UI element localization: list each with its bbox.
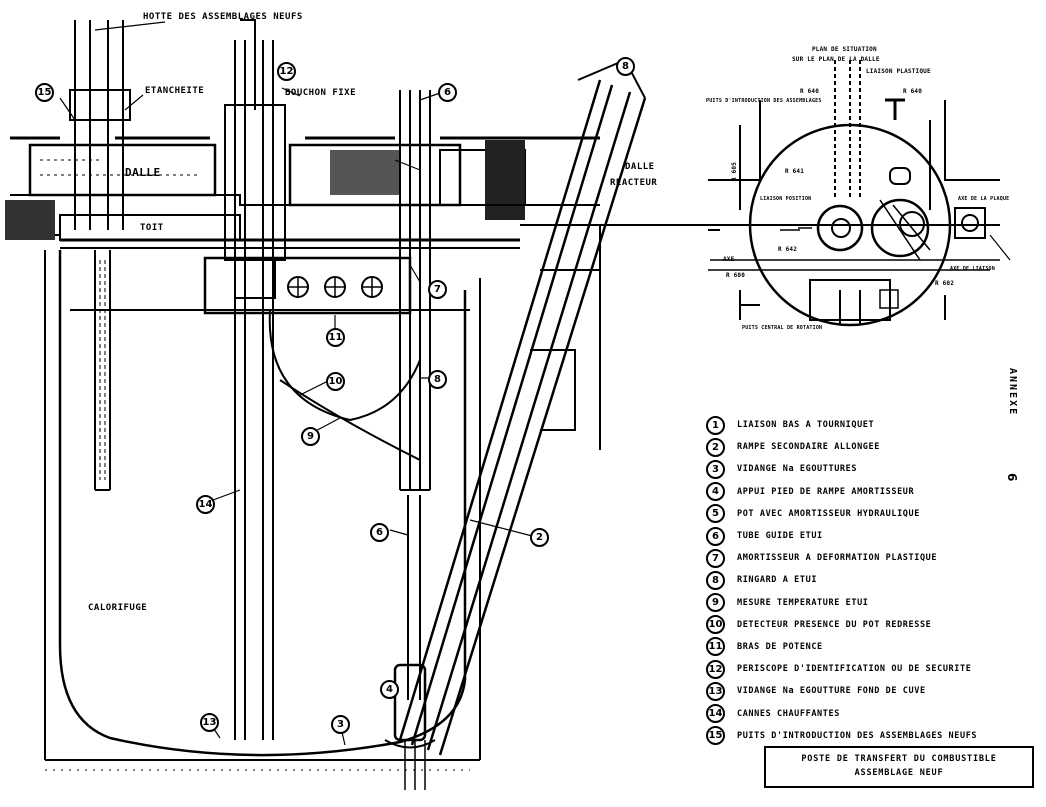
legend-text: APPUI PIED DE RAMPE AMORTISSEUR: [737, 486, 915, 497]
legend-text: LIAISON BAS A TOURNIQUET: [737, 420, 875, 431]
label-calorifuge: CALORIFUGE: [88, 603, 148, 613]
plan-inset: [708, 60, 1011, 327]
inset-r600: R 600: [726, 272, 746, 279]
legend-text: CANNES CHAUFFANTES: [737, 708, 840, 719]
badge-7: 7: [428, 280, 447, 299]
inset-axe: AXE: [723, 256, 735, 263]
legend-number: 2: [706, 437, 725, 457]
legend-item: 4 APPUI PIED DE RAMPE AMORTISSEUR: [706, 481, 1036, 503]
legend-number: 4: [706, 482, 725, 502]
label-dalle: DALLE: [125, 166, 161, 179]
legend-number: 3: [706, 459, 725, 479]
label-dalle-reacteur-2: REACTEUR: [610, 178, 658, 188]
legend-number: 14: [706, 704, 725, 724]
legend-item: 5 POT AVEC AMORTISSEUR HYDRAULIQUE: [706, 503, 1036, 525]
legend-number: 6: [706, 526, 725, 546]
inset-note-right-bottom: AXE DE LIAISON: [950, 266, 995, 272]
page-number: 6: [1005, 473, 1019, 482]
inset-plan-title: PLAN DE SITUATION: [812, 46, 877, 53]
inset-r640-b: R 640: [903, 88, 923, 95]
badge-2: 2: [530, 528, 549, 547]
legend-number: 12: [706, 659, 725, 679]
legend-text: POT AVEC AMORTISSEUR HYDRAULIQUE: [737, 508, 920, 519]
inset-note-left-top: PUITS D'INTRODUCTION DES ASSEMBLAGES: [706, 98, 822, 104]
inset-note-left-mid: LIAISON POSITION: [760, 196, 812, 202]
inset-r640-a: R 640: [800, 88, 820, 95]
legend-number: 15: [706, 726, 725, 746]
inset-liaison-plastique: LIAISON PLASTIQUE: [866, 68, 931, 75]
legend-text: RINGARD A ETUI: [737, 575, 818, 586]
badge-13: 13: [200, 713, 219, 732]
annexe-label: ANNEXE: [1007, 368, 1018, 417]
legend-item: 14 CANNES CHAUFFANTES: [706, 702, 1036, 724]
legend-item: 3 VIDANGE Na EGOUTTURES: [706, 458, 1036, 480]
legend-number: 13: [706, 681, 725, 701]
inset-plan-subtitle: SUR LE PLAN DE LA DALLE: [792, 56, 880, 63]
legend-item: 12 PERISCOPE D'IDENTIFICATION OU DE SECUR…: [706, 658, 1036, 680]
legend-number: 9: [706, 593, 725, 613]
legend-number: 5: [706, 504, 725, 524]
inset-r642: R 642: [778, 246, 798, 253]
legend-item: 6 TUBE GUIDE ETUI: [706, 525, 1036, 547]
legend-text: TUBE GUIDE ETUI: [737, 531, 823, 542]
title-line-2: ASSEMBLAGE NEUF: [854, 768, 944, 778]
legend-item: 8 RINGARD A ETUI: [706, 569, 1036, 591]
label-hotte: HOTTE DES ASSEMBLAGES NEUFS: [143, 12, 303, 22]
legend-number: 7: [706, 548, 725, 568]
legend-text: AMORTISSEUR A DEFORMATION PLASTIQUE: [737, 553, 938, 564]
legend-item: 13 VIDANGE Na EGOUTTURE FOND DE CUVE: [706, 680, 1036, 702]
legend-item: 15 PUITS D'INTRODUCTION DES ASSEMBLAGES N…: [706, 725, 1036, 747]
title-block: POSTE DE TRANSFERT DU COMBUSTIBLE ASSEMB…: [764, 746, 1034, 788]
badge-8-top: 8: [616, 57, 635, 76]
legend-item: 2 RAMPE SECONDAIRE ALLONGEE: [706, 436, 1036, 458]
badge-15: 15: [35, 83, 54, 102]
label-toit: TOIT: [140, 223, 164, 233]
label-dalle-reacteur-1: DALLE: [625, 162, 655, 172]
legend-number: 10: [706, 615, 725, 635]
inset-r605: R 605: [731, 161, 739, 182]
legend-number: 1: [706, 415, 725, 435]
legend-item: 11 BRAS DE POTENCE: [706, 636, 1036, 658]
inset-note-left-bottom: PUITS CENTRAL DE ROTATION: [742, 325, 823, 331]
legend-text: BRAS DE POTENCE: [737, 641, 823, 652]
label-etancheite: ETANCHEITE: [145, 86, 205, 96]
legend-number: 11: [706, 637, 725, 657]
badge-3: 3: [331, 715, 350, 734]
legend-text: DETECTEUR PRESENCE DU POT REDRESSE: [737, 619, 932, 630]
legend: 1 LIAISON BAS A TOURNIQUET 2 RAMPE SECONDAI…: [706, 414, 1036, 747]
inset-r602: R 602: [935, 280, 955, 287]
legend-text: PUITS D'INTRODUCTION DES ASSEMBLAGES NEU…: [737, 730, 978, 741]
badge-6-top: 6: [438, 83, 457, 102]
badge-6-mid: 6: [370, 523, 389, 542]
legend-text: VIDANGE Na EGOUTTURE FOND DE CUVE: [737, 686, 926, 697]
legend-text: VIDANGE Na EGOUTTURES: [737, 464, 858, 475]
legend-item: 9 MESURE TEMPERATURE ETUI: [706, 592, 1036, 614]
legend-text: RAMPE SECONDAIRE ALLONGEE: [737, 442, 880, 453]
badge-9: 9: [301, 427, 320, 446]
badge-10: 10: [326, 372, 345, 391]
badge-8: 8: [428, 370, 447, 389]
legend-item: 1 LIAISON BAS A TOURNIQUET: [706, 414, 1036, 436]
badge-4: 4: [380, 680, 399, 699]
legend-item: 10 DETECTEUR PRESENCE DU POT REDRESSE: [706, 614, 1036, 636]
legend-text: PERISCOPE D'IDENTIFICATION OU DE SECURIT…: [737, 664, 972, 675]
inset-note-right: AXE DE LA PLAQUE: [958, 196, 1010, 202]
main-section: [5, 19, 1000, 790]
badge-11: 11: [326, 328, 345, 347]
legend-item: 7 AMORTISSEUR A DEFORMATION PLASTIQUE: [706, 547, 1036, 569]
legend-number: 8: [706, 570, 725, 590]
title-line-1: POSTE DE TRANSFERT DU COMBUSTIBLE: [801, 754, 997, 764]
badge-14: 14: [196, 495, 215, 514]
label-bouchon: BOUCHON FIXE: [285, 88, 357, 98]
legend-text: MESURE TEMPERATURE ETUI: [737, 597, 869, 608]
badge-12: 12: [277, 62, 296, 81]
inset-r641: R 641: [785, 168, 805, 175]
